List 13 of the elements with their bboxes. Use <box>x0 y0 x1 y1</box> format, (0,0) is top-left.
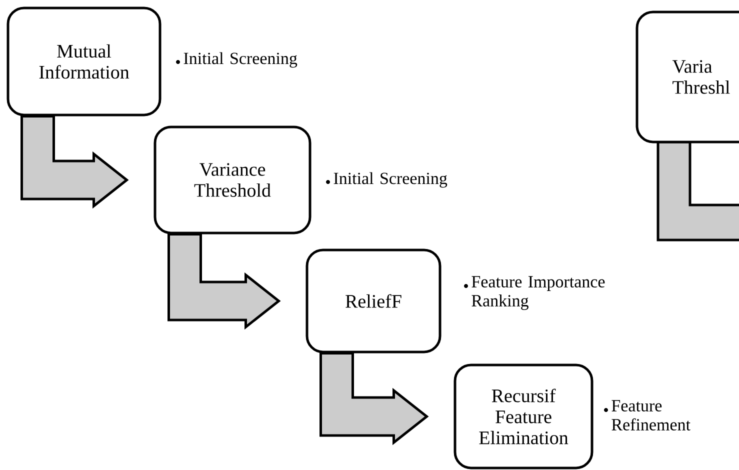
step-note: Initial Screening <box>334 172 448 188</box>
bent-arrow <box>320 352 429 446</box>
step-note: Feature Refinement <box>612 400 690 430</box>
process-box <box>636 10 739 144</box>
process-box: Recursif Feature Elimination <box>454 364 594 470</box>
bent-arrow <box>20 115 129 209</box>
box-text: Varia Threshl <box>672 60 730 94</box>
step-note: Initial Screening <box>184 52 298 68</box>
bent-arrow <box>168 232 281 330</box>
process-box: Variance Threshold <box>154 126 312 234</box>
process-box: ReliefF <box>306 248 442 354</box>
step-note: Feature Importance Ranking <box>472 276 605 310</box>
process-box: Mutual Information <box>6 6 162 116</box>
